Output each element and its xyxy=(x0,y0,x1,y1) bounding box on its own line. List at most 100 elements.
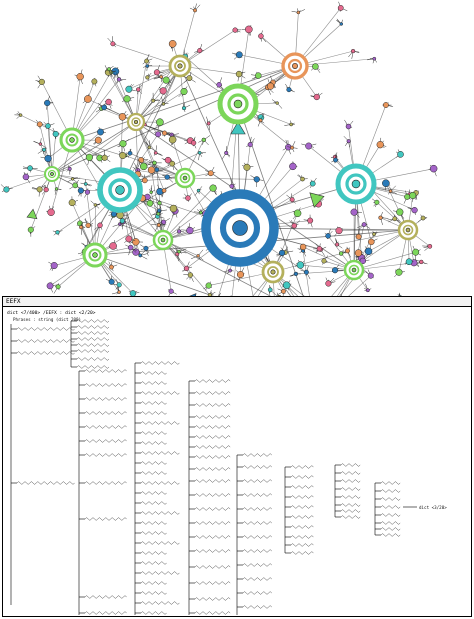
graph-node xyxy=(335,227,343,235)
tree-node-label xyxy=(242,577,272,581)
graph-node xyxy=(149,190,153,194)
graph-arrow xyxy=(309,192,325,208)
tree-node-label xyxy=(340,515,361,519)
tree-node-label xyxy=(290,543,314,547)
graph-edge xyxy=(71,65,296,141)
graph-node xyxy=(392,216,398,222)
tree-node-label xyxy=(140,391,180,395)
graph-node xyxy=(45,123,51,129)
tree-node-label xyxy=(194,565,231,569)
tree-node-label xyxy=(140,571,180,575)
tree-node-label xyxy=(84,397,127,401)
graph-node xyxy=(47,208,55,216)
tree-node-label xyxy=(290,551,314,555)
graph-node xyxy=(412,248,420,256)
tree-node-label xyxy=(290,465,314,469)
tree-node-label xyxy=(194,379,231,383)
graph-node xyxy=(162,130,168,136)
graph-node xyxy=(84,189,91,195)
graph-node xyxy=(224,150,229,155)
graph-node xyxy=(307,217,314,224)
graph-node xyxy=(161,219,167,225)
graph-node xyxy=(183,265,190,272)
graph-node xyxy=(118,113,127,121)
graph-node xyxy=(119,218,125,224)
graph-hub-node xyxy=(351,267,357,273)
graph-node xyxy=(156,212,161,216)
tree-node-label xyxy=(16,351,75,355)
tree-node-label xyxy=(242,535,272,539)
tree-node-label xyxy=(242,563,272,567)
tree-node-label xyxy=(194,535,231,539)
tree-node-label xyxy=(140,521,167,525)
tree-node-label xyxy=(84,517,127,521)
graph-node xyxy=(359,257,367,265)
tree-node-label xyxy=(340,503,361,507)
tree-node-label xyxy=(290,485,314,489)
tree-node-label xyxy=(140,441,167,445)
tree-node-label xyxy=(84,383,127,387)
graph-node xyxy=(235,70,243,78)
tree-node-label xyxy=(84,481,127,485)
tree-node-label xyxy=(380,533,401,537)
graph-node xyxy=(153,151,158,155)
tree-node-label xyxy=(380,497,401,501)
graph-node xyxy=(27,226,34,233)
graph-node xyxy=(136,87,141,92)
graph-node xyxy=(378,215,383,220)
graph-node xyxy=(168,40,177,48)
graph-node xyxy=(267,287,273,293)
tree-node-label xyxy=(76,365,110,369)
graph-edge xyxy=(47,125,53,175)
graph-node xyxy=(164,174,170,180)
graph-node xyxy=(175,252,180,257)
graph-node xyxy=(197,150,202,155)
graph-arrow xyxy=(26,208,38,220)
graph-node xyxy=(291,222,298,229)
graph-hub-node xyxy=(232,220,248,236)
graph-node xyxy=(235,51,243,59)
tree-node-label xyxy=(340,487,361,491)
tree-node-label xyxy=(194,521,231,525)
tree-node-label xyxy=(340,509,361,513)
graph-node xyxy=(321,258,327,264)
tree-node-label xyxy=(340,471,361,475)
graph-node xyxy=(309,180,316,187)
graph-edge xyxy=(108,68,137,123)
tree-node-label xyxy=(380,527,401,531)
tree-diagram: dict <7/400> /EEFX : dict <2/20>Phrases … xyxy=(7,310,447,615)
graph-node xyxy=(180,88,188,96)
tree-node-label xyxy=(242,507,272,511)
tree-node-label xyxy=(84,595,127,599)
graph-node xyxy=(119,152,127,160)
graph-node xyxy=(305,142,313,150)
graph-node xyxy=(105,98,112,106)
tree-browser-window[interactable]: dict <7/400> /EEFX : dict <2/20>Phrases … xyxy=(2,296,472,617)
tree-node-label xyxy=(194,455,231,459)
graph-hub-node xyxy=(69,137,75,143)
tree-window-titlebar[interactable]: EEFX xyxy=(3,297,471,307)
tree-node-label xyxy=(194,479,231,483)
graph-node xyxy=(365,288,370,293)
tree-node-label xyxy=(380,481,401,485)
graph-node xyxy=(161,102,166,106)
graph-node xyxy=(201,137,207,143)
graph-node xyxy=(46,282,54,290)
graph-node xyxy=(395,268,403,276)
graph-edge xyxy=(119,65,181,191)
tree-node-label xyxy=(84,439,127,443)
graph-node xyxy=(139,162,148,171)
graph-node xyxy=(168,288,174,294)
graph-node xyxy=(186,75,193,82)
tree-node-label xyxy=(194,445,231,449)
graph-node xyxy=(125,235,133,243)
graph-edge xyxy=(71,72,111,141)
graph-node xyxy=(296,261,305,269)
graph-node xyxy=(156,118,164,126)
tree-node-label xyxy=(140,371,167,375)
graph-node xyxy=(3,186,10,193)
tree-node-label xyxy=(242,493,272,497)
graph-node xyxy=(147,145,152,150)
graph-node xyxy=(345,123,352,130)
graph-node xyxy=(127,244,134,251)
